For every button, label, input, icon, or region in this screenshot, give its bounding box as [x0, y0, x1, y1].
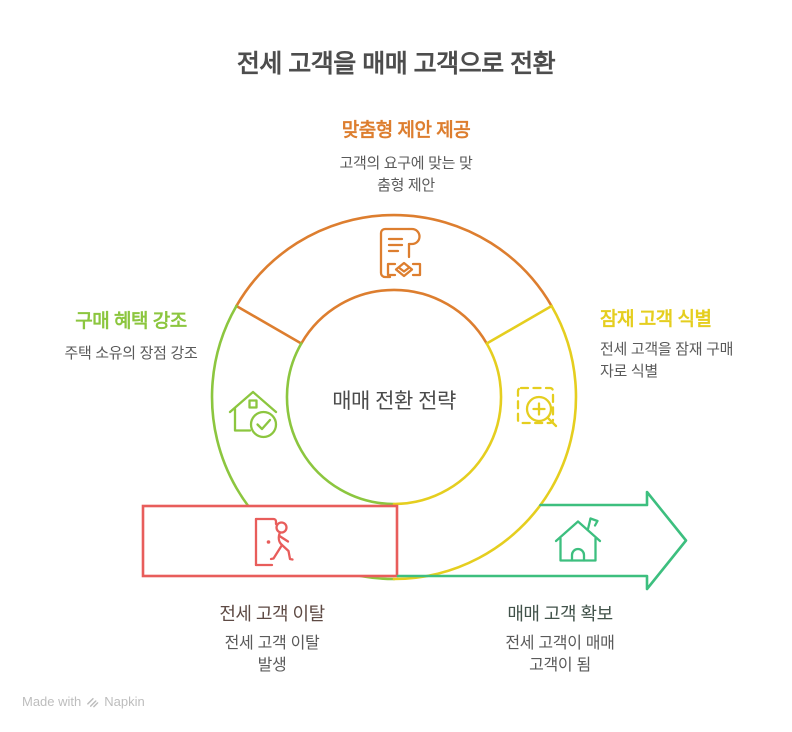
segment-desc-right: 전세 고객을 잠재 구매 자로 식별 [600, 341, 734, 380]
ring-center-label: 매매 전환 전략 [332, 390, 456, 413]
napkin-brand-text: Napkin [104, 694, 145, 709]
exit-step-label: 전세 고객 이탈 [219, 604, 325, 624]
ring-arcs [210, 213, 578, 581]
made-with-text: Made with [22, 694, 82, 709]
ring-arc-top-outer [235, 213, 553, 308]
ring-arc-right-outer [392, 304, 578, 581]
segment-label-top: 맞춤형 제안 제공 [341, 120, 471, 141]
segment-label-right: 잠재 고객 식별 [600, 309, 712, 330]
house-check-icon [228, 390, 278, 439]
segment-desc-top: 고객의 요구에 맞는 맞 춤형 제안 [339, 155, 473, 194]
acquire-step-desc: 전세 고객이 매매 고객이 됨 [505, 635, 615, 675]
made-with-napkin[interactable]: Made with Napkin [22, 694, 145, 709]
page-title: 전세 고객을 매매 고객으로 전환 [236, 50, 556, 78]
acquire-arrow [396, 490, 688, 591]
ring-arc-right-inner [392, 342, 503, 506]
contract-handshake-icon [379, 227, 422, 279]
ring-arc-top-inner [300, 288, 488, 345]
exit-step-desc: 전세 고객 이탈 발생 [224, 635, 320, 675]
acquire-step-label: 매매 고객 확보 [507, 604, 613, 624]
ring-divider-right [485, 304, 553, 345]
house-flag-icon [554, 517, 602, 562]
segment-label-left: 구매 혜택 강조 [75, 311, 187, 332]
ring-arc-left-inner [285, 342, 396, 506]
magnifier-plus-icon [516, 386, 558, 428]
ring-divider-left [235, 304, 303, 345]
door-exit-icon [254, 517, 294, 567]
segment-desc-left: 주택 소유의 장점 강조 [64, 345, 198, 362]
napkin-logo-icon [87, 697, 99, 708]
